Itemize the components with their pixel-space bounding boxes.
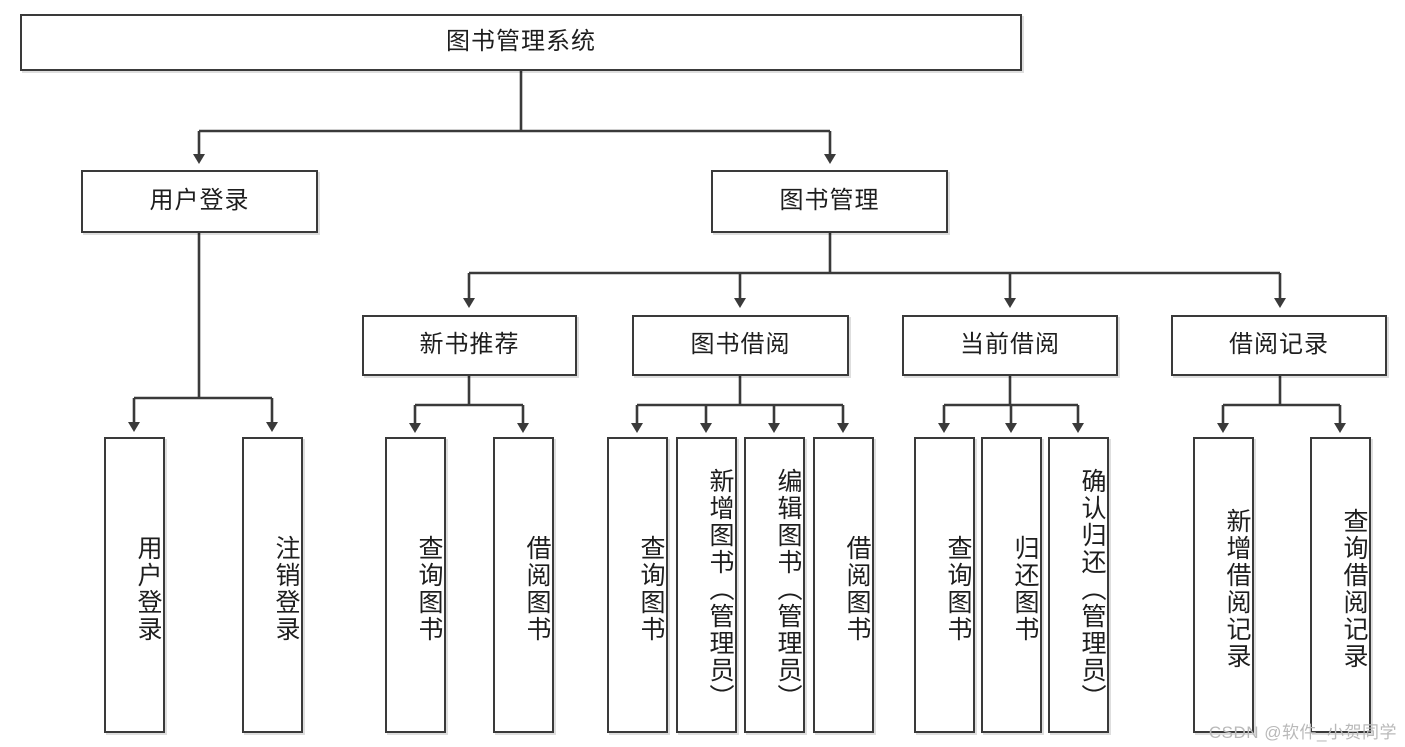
node-leaf-add-book[interactable]: 新增图书（管理员） — [676, 437, 737, 733]
node-user-login-label: 用户登录 — [149, 187, 250, 215]
node-root-label: 图书管理系统 — [446, 28, 596, 56]
node-leaf-borrow-book-1-label: 借阅图书 — [523, 535, 551, 643]
node-leaf-query-record-label: 查询借阅记录 — [1340, 508, 1368, 670]
node-book-manage[interactable]: 图书管理 — [711, 170, 948, 233]
node-leaf-logout[interactable]: 注销登录 — [242, 437, 303, 733]
node-leaf-query-book-3-label: 查询图书 — [944, 535, 972, 643]
node-current-borrow-label: 当前借阅 — [960, 331, 1060, 359]
node-new-book-recommend-label: 新书推荐 — [419, 331, 520, 359]
node-leaf-edit-book-label: 编辑图书（管理员） — [774, 467, 802, 711]
watermark: CSDN @软件_小贺同学 — [1208, 723, 1397, 742]
node-leaf-borrow-book-1[interactable]: 借阅图书 — [493, 437, 554, 733]
node-leaf-return-book-label: 归还图书 — [1011, 535, 1039, 643]
node-leaf-logout-label: 注销登录 — [272, 535, 300, 643]
node-leaf-user-login[interactable]: 用户登录 — [104, 437, 165, 733]
node-leaf-borrow-book-2[interactable]: 借阅图书 — [813, 437, 874, 733]
node-leaf-confirm-return[interactable]: 确认归还（管理员） — [1048, 437, 1109, 733]
node-book-manage-label: 图书管理 — [779, 187, 880, 215]
node-leaf-borrow-book-2-label: 借阅图书 — [843, 535, 871, 643]
node-new-book-recommend[interactable]: 新书推荐 — [362, 315, 577, 376]
node-user-login[interactable]: 用户登录 — [81, 170, 318, 233]
node-borrow-record[interactable]: 借阅记录 — [1171, 315, 1387, 376]
node-leaf-add-record-label: 新增借阅记录 — [1223, 508, 1251, 670]
node-leaf-add-record[interactable]: 新增借阅记录 — [1193, 437, 1254, 733]
node-leaf-edit-book[interactable]: 编辑图书（管理员） — [744, 437, 805, 733]
node-book-borrow-label: 图书借阅 — [690, 331, 791, 359]
node-book-borrow[interactable]: 图书借阅 — [632, 315, 849, 376]
node-leaf-add-book-label: 新增图书（管理员） — [706, 467, 734, 711]
node-leaf-query-book-1[interactable]: 查询图书 — [385, 437, 446, 733]
node-leaf-query-book-1-label: 查询图书 — [415, 535, 443, 643]
node-current-borrow[interactable]: 当前借阅 — [902, 315, 1118, 376]
node-borrow-record-label: 借阅记录 — [1229, 331, 1329, 359]
node-leaf-query-book-2-label: 查询图书 — [637, 535, 665, 643]
node-leaf-query-record[interactable]: 查询借阅记录 — [1310, 437, 1371, 733]
node-leaf-return-book[interactable]: 归还图书 — [981, 437, 1042, 733]
node-leaf-query-book-3[interactable]: 查询图书 — [914, 437, 975, 733]
node-root[interactable]: 图书管理系统 — [20, 14, 1022, 71]
node-leaf-query-book-2[interactable]: 查询图书 — [607, 437, 668, 733]
node-leaf-confirm-return-label: 确认归还（管理员） — [1078, 467, 1106, 711]
node-leaf-user-login-label: 用户登录 — [134, 535, 162, 643]
